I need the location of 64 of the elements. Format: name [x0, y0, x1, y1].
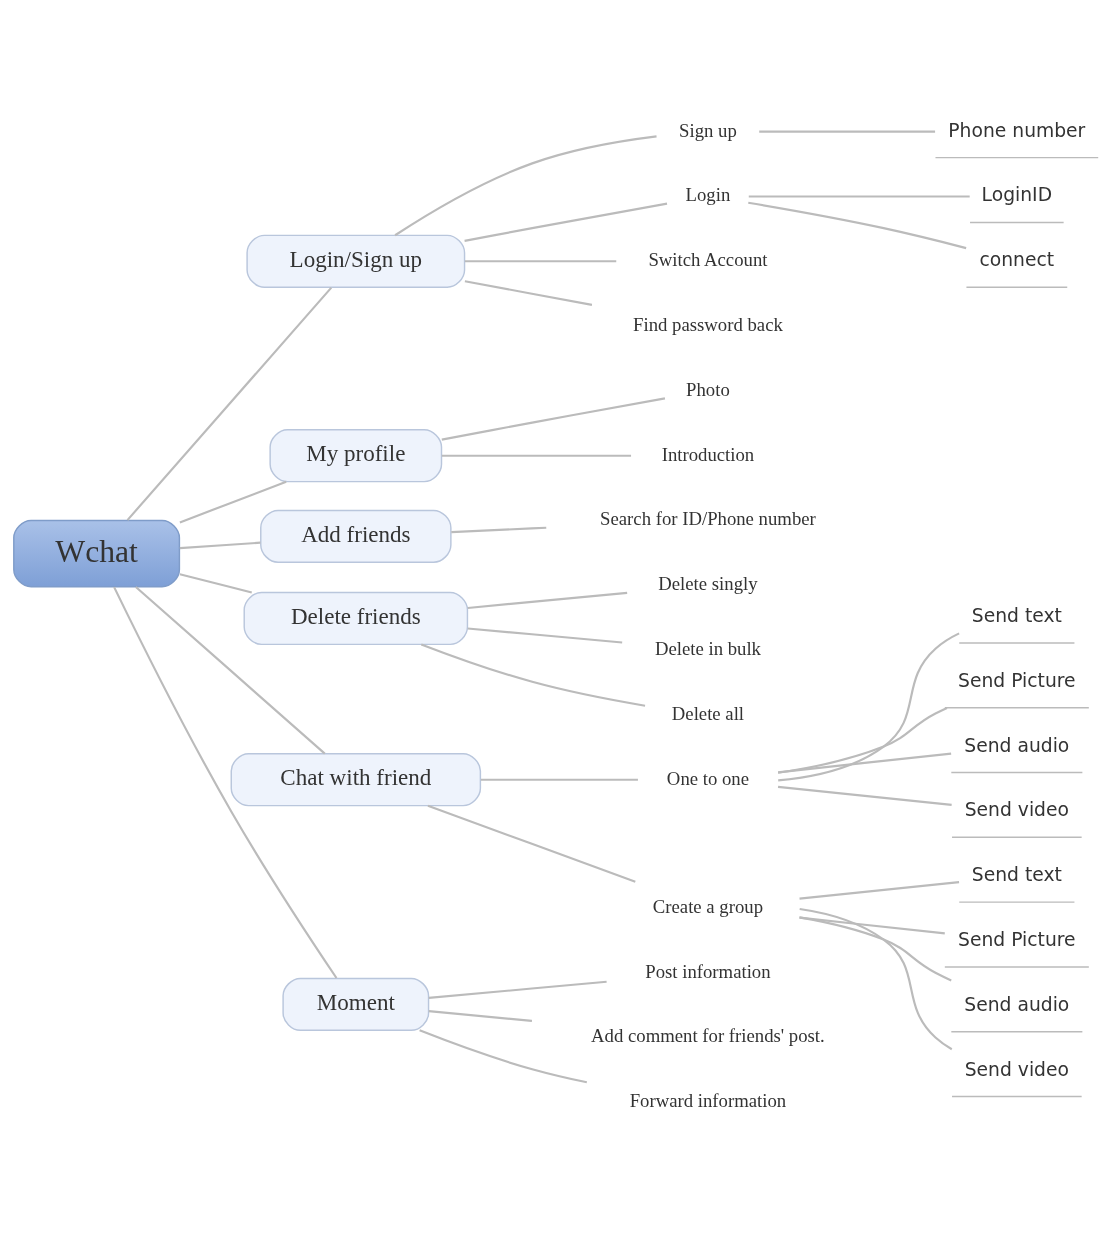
node-text: Photo — [686, 378, 730, 400]
node-text: connect — [979, 248, 1055, 270]
node-text: Forward information — [629, 1089, 787, 1111]
connector — [179, 572, 252, 594]
node-text: Send text — [971, 604, 1062, 626]
node-text: Delete singly — [658, 572, 758, 594]
connector — [759, 130, 936, 133]
connector — [777, 706, 948, 774]
connector — [799, 907, 953, 1050]
connector — [420, 642, 646, 707]
connector — [464, 202, 668, 242]
connector — [441, 396, 666, 441]
connector — [419, 1028, 588, 1083]
connector — [748, 201, 967, 249]
node-text: Post information — [645, 960, 771, 982]
node-text: Phone number — [948, 119, 1086, 141]
node-text: Send text — [971, 863, 1062, 885]
connector — [113, 586, 338, 979]
connector — [464, 259, 617, 262]
node-text: Send audio — [964, 993, 1070, 1015]
node-text: Delete all — [671, 702, 745, 724]
node-text: Switch Account — [648, 248, 768, 270]
node-text: Create a group — [652, 895, 764, 917]
node-text: Send Picture — [958, 928, 1076, 950]
connector — [428, 1009, 533, 1022]
connector — [480, 778, 638, 781]
node-text: Login — [685, 183, 731, 205]
node-box: My profile — [269, 428, 443, 482]
connector — [799, 880, 960, 900]
connector — [427, 804, 636, 883]
node-text: Find password back — [633, 313, 783, 335]
node-text: Search for ID/Phone number — [600, 507, 816, 529]
node-box: Delete friends — [243, 591, 469, 645]
node-text: Send audio — [964, 734, 1070, 756]
connector — [778, 631, 960, 781]
connector — [394, 134, 657, 236]
connector — [777, 785, 952, 806]
connector — [748, 194, 970, 198]
node-text: Introduction — [661, 443, 755, 465]
connector — [464, 279, 593, 306]
node-box: Wchat — [13, 519, 181, 587]
connector — [799, 915, 952, 981]
node-box: Add friends — [260, 509, 452, 563]
node-text: Sign up — [679, 119, 737, 141]
connector — [135, 585, 326, 754]
connector — [451, 526, 547, 533]
connector — [126, 286, 333, 521]
node-text: LoginID — [981, 183, 1053, 205]
connector — [179, 480, 287, 523]
node-text: One to one — [666, 767, 749, 789]
node-text: Send video — [964, 1058, 1069, 1080]
node-box: Login/Sign up — [246, 234, 466, 288]
connector — [179, 541, 261, 549]
node-text: Delete in bulk — [654, 637, 761, 659]
node-box: Moment — [282, 977, 430, 1031]
connector — [467, 591, 628, 609]
connector — [441, 454, 632, 457]
node-text: Send video — [964, 798, 1069, 820]
node-box: Chat with friend — [230, 752, 482, 806]
connector — [428, 980, 607, 999]
connector — [467, 626, 623, 644]
connector — [777, 752, 952, 773]
node-text: Add comment for friends' post. — [591, 1024, 825, 1046]
node-text: Send Picture — [958, 669, 1076, 691]
